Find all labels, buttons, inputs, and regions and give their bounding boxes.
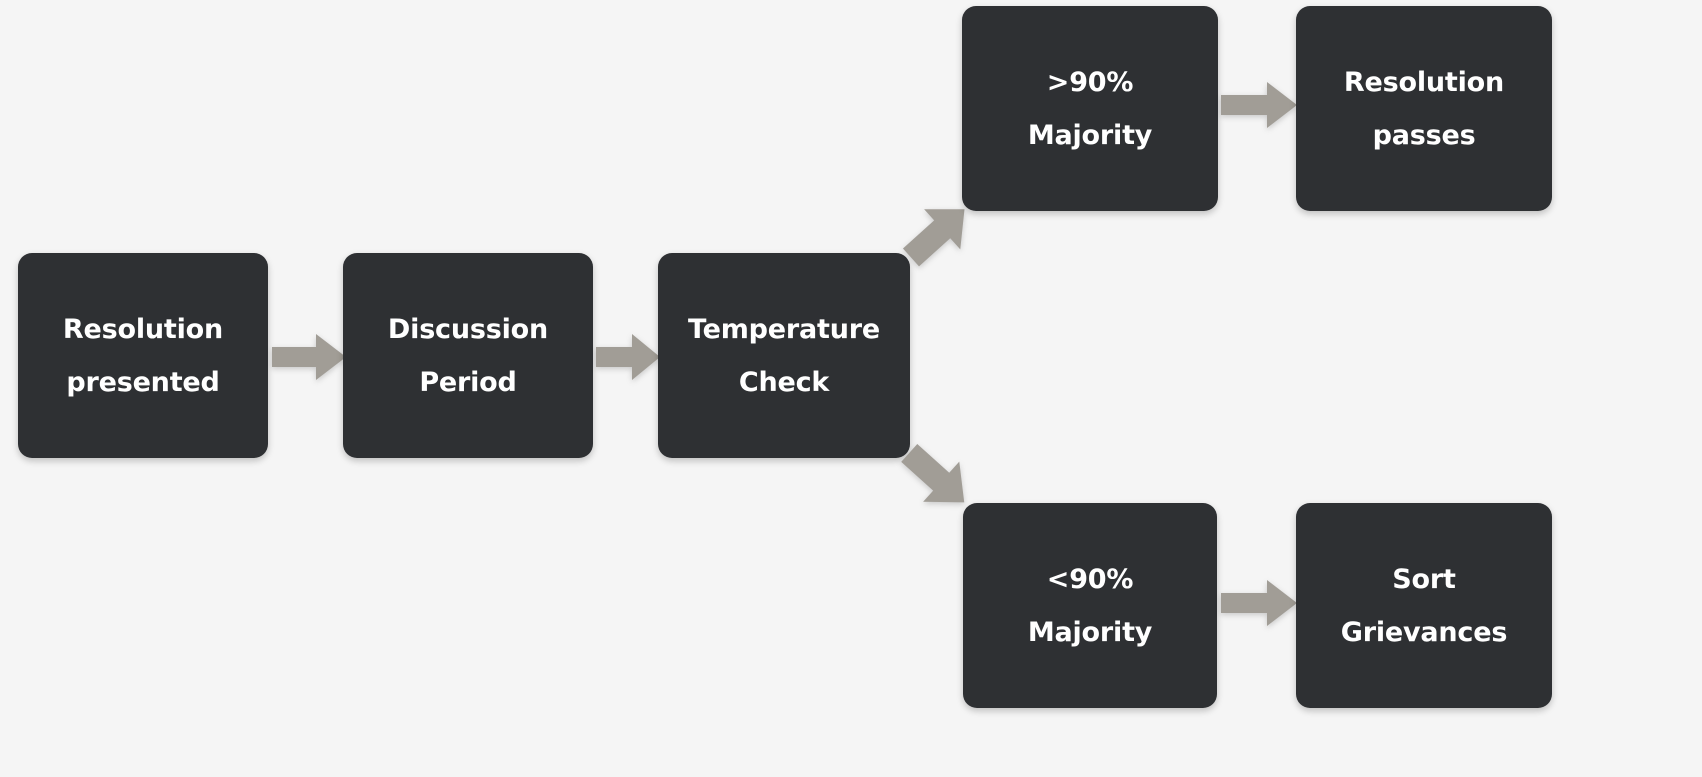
arrow-down-right-icon-temperature-to-below-majority bbox=[896, 438, 976, 516]
node-label-line2: Check bbox=[738, 366, 830, 398]
node-majority-above-threshold[interactable]: >90% Majority bbox=[962, 6, 1218, 211]
node-label-line1: <90% bbox=[1046, 563, 1134, 595]
node-label-line1: Resolution bbox=[62, 313, 224, 345]
arrow-right-icon-below-majority-to-sort-grievances bbox=[1221, 576, 1297, 630]
node-label-line2: Majority bbox=[1027, 616, 1153, 648]
node-label-line1: Resolution bbox=[1343, 66, 1505, 98]
node-label-line2: Majority bbox=[1027, 119, 1153, 151]
node-resolution-presented[interactable]: Resolution presented bbox=[18, 253, 268, 458]
node-label-line2: passes bbox=[1372, 119, 1476, 151]
node-sort-grievances[interactable]: Sort Grievances bbox=[1296, 503, 1552, 708]
node-resolution-passes[interactable]: Resolution passes bbox=[1296, 6, 1552, 211]
arrow-right-icon-above-majority-to-resolution-passes bbox=[1221, 78, 1297, 132]
node-majority-below-threshold[interactable]: <90% Majority bbox=[963, 503, 1217, 708]
node-label-line1: >90% bbox=[1046, 66, 1134, 98]
node-label-line1: Temperature bbox=[687, 313, 880, 345]
node-label-line1: Discussion bbox=[387, 313, 549, 345]
arrow-right-icon-presented-to-discussion bbox=[272, 330, 346, 384]
node-label-line2: Grievances bbox=[1340, 616, 1508, 648]
node-label-line2: presented bbox=[66, 366, 220, 398]
arrow-up-right-icon-temperature-to-above-majority bbox=[898, 196, 976, 272]
node-label-line2: Period bbox=[419, 366, 517, 398]
node-temperature-check[interactable]: Temperature Check bbox=[658, 253, 910, 458]
node-discussion-period[interactable]: Discussion Period bbox=[343, 253, 593, 458]
node-label-line1: Sort bbox=[1392, 563, 1456, 595]
arrow-right-icon-discussion-to-temperature bbox=[596, 330, 660, 384]
